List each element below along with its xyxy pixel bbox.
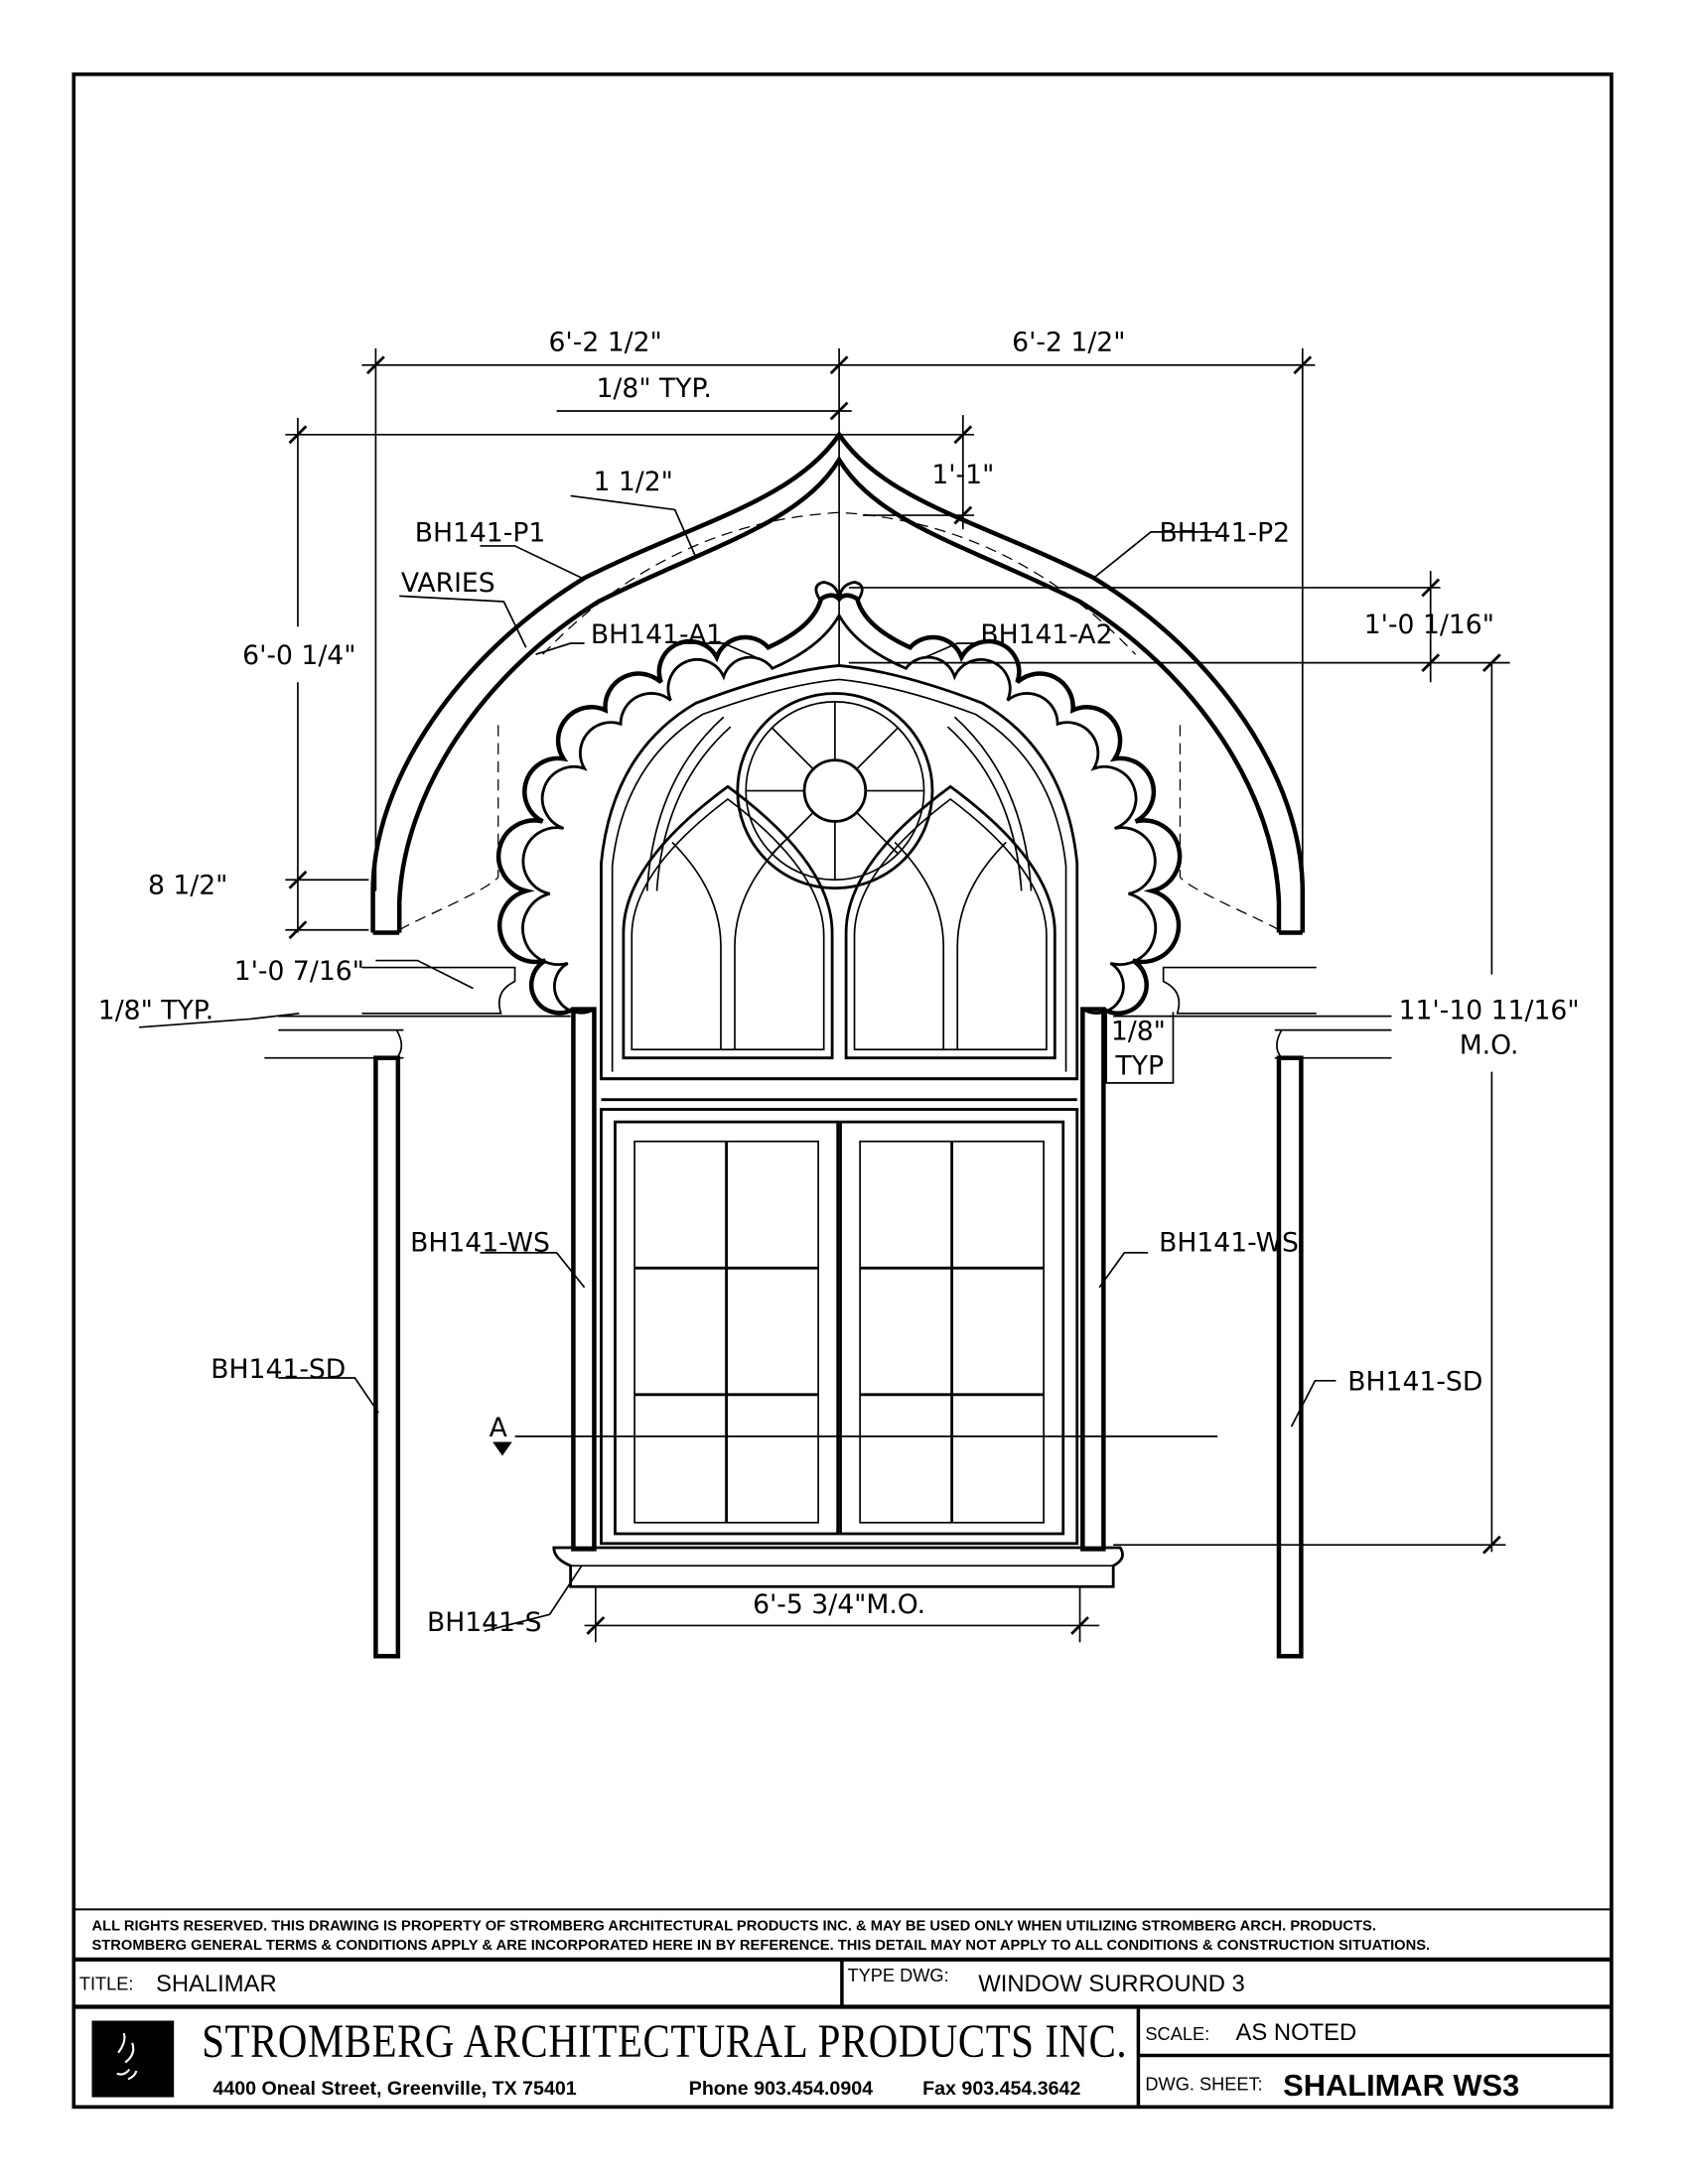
dim-6-0-1-4: 6'-0 1/4" — [242, 640, 355, 671]
company-logo — [91, 2020, 175, 2098]
part-ws-left: BH141-WS — [410, 1227, 550, 1258]
sheet-label: DWG. SHEET: — [1145, 2075, 1262, 2095]
sheet-border — [71, 71, 1614, 2110]
scale-value: AS NOTED — [1236, 2019, 1357, 2046]
title-value: SHALIMAR — [156, 1971, 277, 1997]
section-a-arrow-icon — [492, 1441, 512, 1456]
title-block: ALL RIGHTS RESERVED. THIS DRAWING IS PRO… — [73, 1908, 1612, 2108]
dim-1-0-7-16: 1'-0 7/16" — [234, 956, 364, 987]
dim-height: 11'-10 11/16" — [1399, 995, 1580, 1025]
company-phone: Phone 903.454.0904 — [689, 2078, 873, 2100]
dim-1-0-1-16: 1'-0 1/16" — [1364, 610, 1494, 640]
dim-right-typ-b: TYP — [1115, 1050, 1165, 1081]
rights-note-line-1: ALL RIGHTS RESERVED. THIS DRAWING IS PRO… — [91, 1918, 1375, 1934]
company-fax: Fax 903.454.3642 — [922, 2078, 1080, 2100]
dim-right-typ-a: 1/8" — [1111, 1016, 1166, 1046]
title-label: TITLE: — [79, 1975, 134, 1994]
sill — [552, 1546, 1124, 1588]
elevation-drawing: 6'-2 1/2" 6'-2 1/2" 1/8" TYP. 1 1/2" 1'-… — [98, 328, 1580, 1659]
rights-note-line-2: STROMBERG GENERAL TERMS & CONDITIONS APP… — [91, 1938, 1430, 1954]
dim-one-one: 1'-1" — [931, 460, 994, 490]
dim-left-width: 6'-2 1/2" — [548, 328, 661, 358]
type-label: TYPE DWG: — [848, 1966, 949, 1985]
part-s: BH141-S — [427, 1607, 542, 1638]
dim-height-mo: M.O. — [1460, 1029, 1519, 1060]
company-address: 4400 Oneal Street, Greenville, TX 75401 — [212, 2078, 576, 2100]
dim-mo-width: 6'-5 3/4"M.O. — [753, 1589, 925, 1620]
sheet-value: SHALIMAR WS3 — [1283, 2068, 1519, 2103]
section-a-label: A — [490, 1413, 507, 1443]
rose-window — [736, 692, 934, 890]
type-value: WINDOW SURROUND 3 — [978, 1971, 1245, 1997]
part-sd-left: BH141-SD — [211, 1354, 346, 1385]
dim-right-width: 6'-2 1/2" — [1012, 328, 1125, 358]
scale-label: SCALE: — [1145, 2024, 1209, 2044]
outer-arch-p1-p2 — [370, 430, 1306, 933]
note-varies: VARIES — [401, 568, 495, 599]
pilaster-right — [1276, 1055, 1304, 1659]
dim-left-typ: 1/8" TYP. — [98, 995, 213, 1025]
part-p2: BH141-P2 — [1159, 518, 1290, 549]
company-name: STROMBERG ARCHITECTURAL PRODUCTS INC. — [202, 2016, 1127, 2068]
part-sd-right: BH141-SD — [1347, 1367, 1482, 1398]
part-a1: BH141-A1 — [591, 619, 723, 650]
pilaster-left — [373, 1055, 401, 1659]
dim-one-half: 1 1/2" — [593, 467, 672, 497]
dim-top-typ: 1/8" TYP. — [597, 373, 712, 404]
part-a2: BH141-A2 — [980, 619, 1112, 650]
dim-8-1-2: 8 1/2" — [148, 870, 227, 900]
part-p1: BH141-P1 — [415, 518, 546, 549]
part-ws-right: BH141-WS — [1159, 1227, 1299, 1258]
